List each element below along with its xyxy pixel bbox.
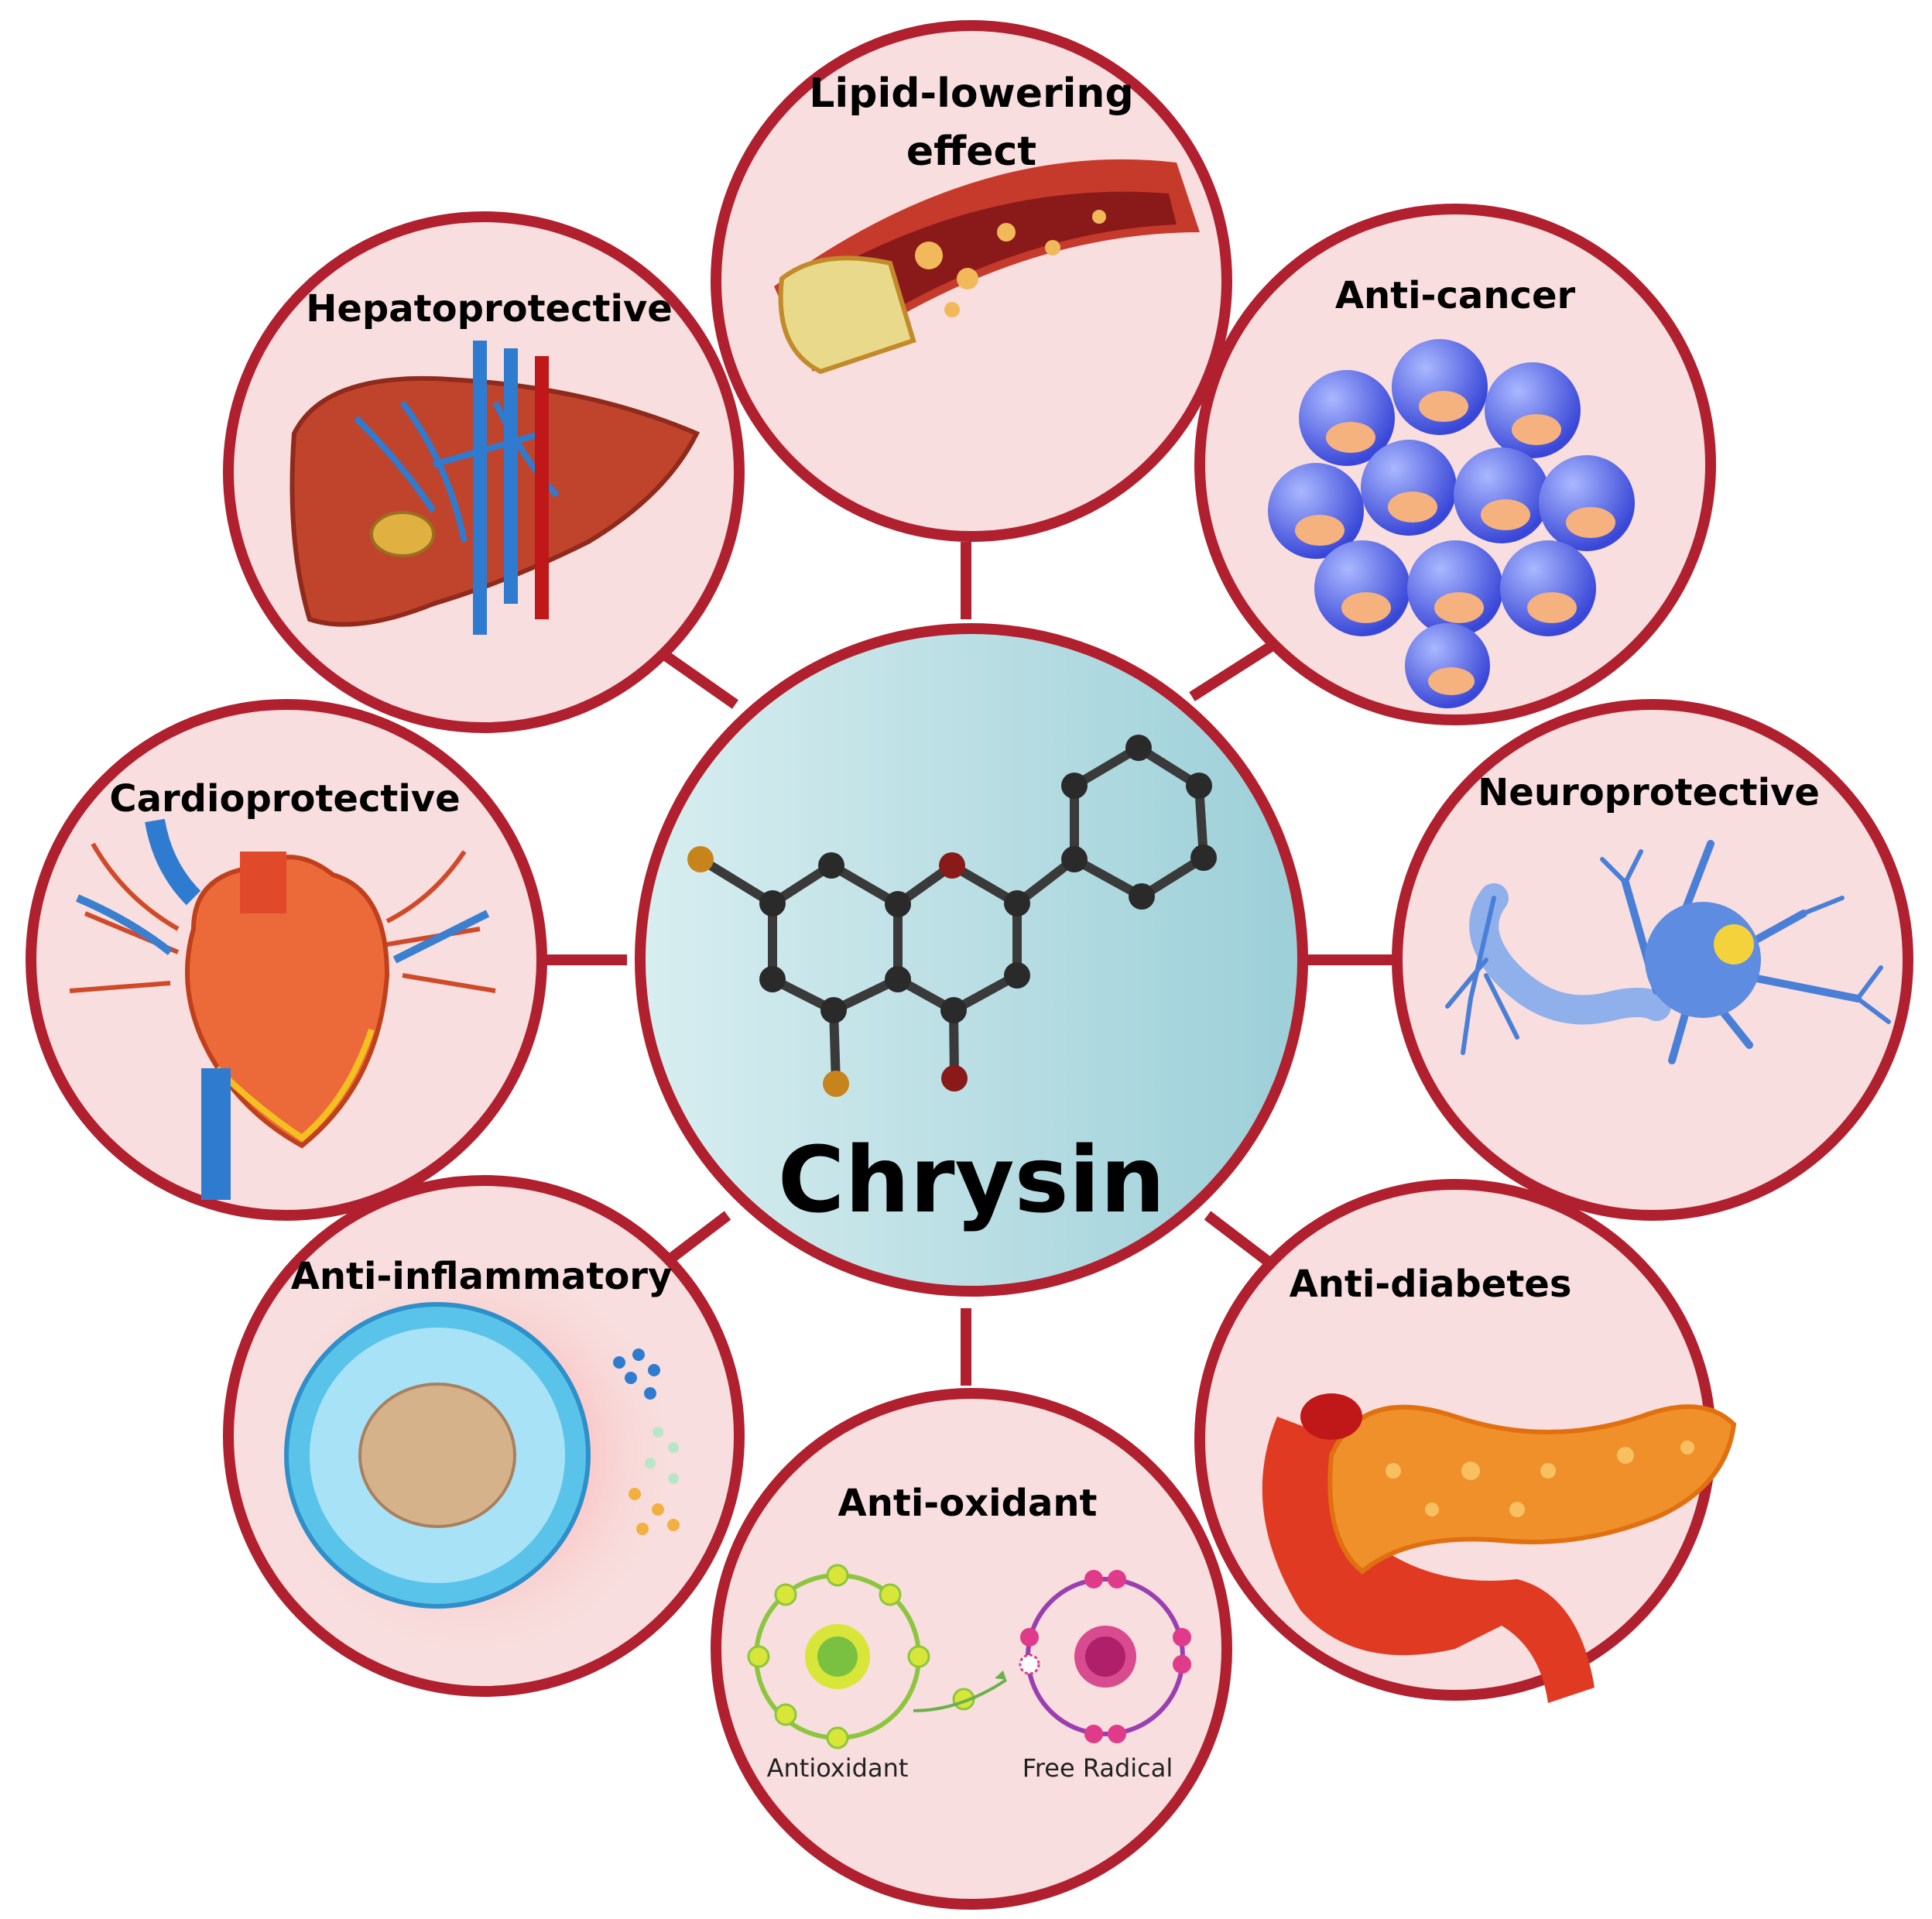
label-hepatoprotective: Hepatoprotective: [306, 287, 673, 331]
center-node: Chrysin: [635, 623, 1308, 1297]
label-free-radical: Free Radical: [1023, 1753, 1173, 1783]
node-anti-diabetes: Anti-diabetes: [1194, 1179, 1737, 1703]
artery-plaque-icon: [774, 159, 1200, 375]
heart-icon: [69, 818, 496, 1200]
node-hepatoprotective: Hepatoprotective: [223, 211, 745, 733]
label-anti-diabetes: Anti-diabetes: [1290, 1263, 1572, 1306]
label-neuroprotective: Neuroprotective: [1478, 771, 1820, 814]
immune-cell-icon: [263, 1246, 681, 1664]
node-anti-inflammatory: Anti-inflammatory: [223, 1175, 745, 1697]
label-anti-oxidant: Anti-oxidant: [838, 1482, 1098, 1525]
node-lipid-lowering: Lipid-lowering effect: [711, 20, 1232, 542]
node-neuroprotective: Neuroprotective: [1392, 699, 1913, 1221]
neuron-nucleus: [1714, 924, 1754, 965]
label-lipid-lowering-line2: effect: [906, 129, 1036, 175]
atom-electron-icon: [747, 1564, 1191, 1749]
molecule-atoms: [687, 735, 1217, 1097]
center-title: Chrysin: [778, 1126, 1165, 1233]
cancer-cell-cluster-icon: [1268, 339, 1635, 708]
pancreas-icon: [1262, 1393, 1737, 1703]
liver-icon: [289, 341, 701, 635]
node-cardioprotective: Cardioprotective: [26, 699, 547, 1221]
label-cardioprotective: Cardioprotective: [109, 777, 460, 821]
label-antioxidant: Antioxidant: [767, 1753, 909, 1783]
label-lipid-lowering-line1: Lipid-lowering: [809, 70, 1133, 117]
node-anti-cancer: Anti-cancer: [1194, 204, 1716, 725]
label-anti-cancer: Anti-cancer: [1335, 274, 1576, 317]
node-anti-oxidant: Anti-oxidant Antioxidant Free Radical: [711, 1388, 1232, 1910]
label-anti-inflammatory: Anti-inflammatory: [291, 1255, 673, 1298]
neuron-icon: [1445, 840, 1891, 1064]
